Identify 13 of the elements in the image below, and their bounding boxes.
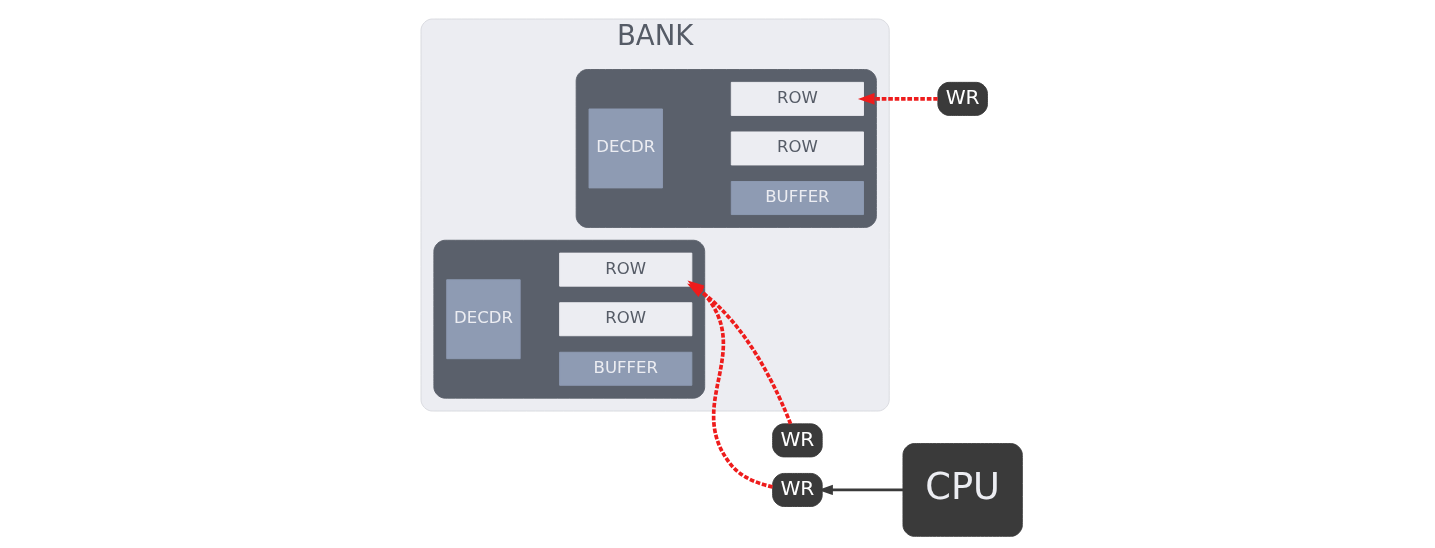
node-box: CPU <box>902 443 1023 537</box>
node-box: ROW <box>558 252 692 287</box>
node-box: WR <box>771 473 823 507</box>
node-box: BUFFER <box>558 351 692 386</box>
node-box: WR <box>771 423 823 458</box>
arrow <box>857 93 938 105</box>
node-box: BUFFER <box>730 181 864 215</box>
node-box: ROW <box>730 131 864 166</box>
node-box: ROW <box>558 302 692 337</box>
node-box: ROW <box>730 81 864 116</box>
node-box: DECDR <box>588 108 663 189</box>
node-box: DECDR <box>445 279 521 360</box>
node-box: WR <box>936 81 988 116</box>
